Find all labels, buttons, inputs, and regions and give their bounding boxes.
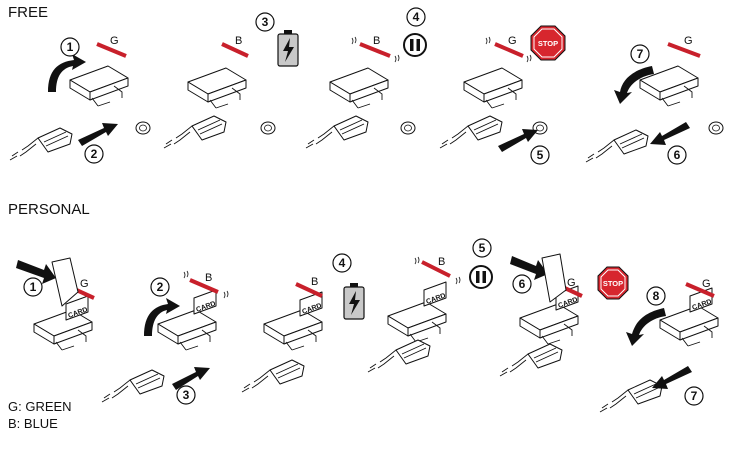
led-bar [667, 42, 701, 58]
pause-icon [403, 33, 427, 57]
led-letter: G [110, 35, 119, 47]
personal-section-title: PERSONAL [8, 201, 90, 218]
step-number: 1 [30, 280, 37, 294]
free-panel-2: B 3 [163, 12, 299, 149]
led-letter: G [567, 277, 576, 289]
step-circle [406, 7, 426, 27]
step-number: 4 [339, 256, 346, 270]
step-number: 2 [157, 280, 164, 294]
step-number: 6 [519, 277, 526, 291]
step-number: 1 [67, 40, 74, 54]
personal-panel-5: CARD G STOP 6 [499, 253, 629, 377]
led-letter: G [702, 278, 711, 290]
step-number: 3 [183, 388, 190, 402]
stop-sign-icon: STOP [530, 25, 566, 61]
led-bar [421, 260, 451, 278]
step-circle [150, 277, 170, 297]
svg-text:STOP: STOP [538, 39, 558, 48]
personal-panel-4: CARD B 5 [367, 238, 493, 373]
led-bar [189, 278, 219, 294]
led-letter: B [373, 35, 380, 47]
step-number: 5 [537, 148, 544, 162]
led-bar [221, 42, 249, 58]
arrow-icon [498, 129, 538, 152]
personal-panel-3: CARD B 4 [241, 253, 365, 393]
step-circle [530, 145, 550, 165]
step-circle [512, 274, 532, 294]
led-letter: G [508, 35, 517, 47]
personal-panel-2: CARD B 2 3 [101, 270, 229, 405]
arrow-icon [650, 122, 690, 145]
led-letter: B [205, 272, 212, 284]
led-bar [685, 282, 715, 298]
step-circle [472, 238, 492, 258]
step-number: 7 [637, 47, 644, 61]
arrow-icon [626, 308, 666, 346]
step-circle [630, 44, 650, 64]
step-number: 4 [413, 10, 420, 24]
svg-text:STOP: STOP [603, 279, 623, 288]
stop-sign-icon: STOP [597, 266, 629, 300]
led-letter: G [684, 35, 693, 47]
free-panel-1: G 1 2 [9, 35, 151, 164]
free-section-title: FREE [8, 4, 48, 21]
arrow-icon [510, 256, 548, 280]
step-number: 3 [262, 15, 269, 29]
led-letter: B [438, 256, 445, 268]
card-icon: CARD [193, 289, 217, 315]
legend-blue: B: BLUE [8, 416, 58, 431]
legend-green: G: GREEN [8, 399, 72, 414]
step-circle [23, 277, 43, 297]
arrow-icon [172, 367, 210, 390]
led-bar [359, 42, 391, 58]
free-panel-5: G 7 6 [585, 35, 724, 165]
step-number: 2 [91, 147, 98, 161]
step-circle [684, 386, 704, 406]
step-number: 7 [691, 389, 698, 403]
step-number: 6 [674, 148, 681, 162]
step-circle [667, 145, 687, 165]
card-icon [541, 253, 567, 303]
pause-icon [469, 265, 493, 289]
personal-panel-1: CARD G 1 [16, 257, 95, 351]
free-panel-3: B 4 [305, 7, 427, 149]
led-bar [295, 282, 323, 298]
step-number: 8 [653, 289, 660, 303]
step-number: 5 [479, 241, 486, 255]
led-letter: G [80, 278, 89, 290]
card-icon [51, 257, 79, 307]
arrow-icon [48, 54, 86, 92]
step-circle [646, 286, 666, 306]
led-bar [96, 42, 127, 58]
arrow-icon [144, 298, 180, 336]
arrow-icon [16, 260, 56, 284]
arrow-icon [78, 123, 118, 146]
step-circle [84, 144, 104, 164]
led-bar [494, 42, 524, 58]
battery-charging-icon [343, 283, 365, 320]
free-panel-4: G STOP 5 [439, 25, 566, 165]
arrow-icon [652, 366, 692, 389]
led-letter: B [235, 35, 242, 47]
arrow-icon [614, 66, 654, 104]
step-circle [332, 253, 352, 273]
card-icon: CARD [423, 281, 447, 307]
step-circle [176, 385, 196, 405]
step-circle [60, 37, 80, 57]
battery-charging-icon [277, 30, 299, 67]
step-circle [255, 12, 275, 32]
led-letter: B [311, 276, 318, 288]
